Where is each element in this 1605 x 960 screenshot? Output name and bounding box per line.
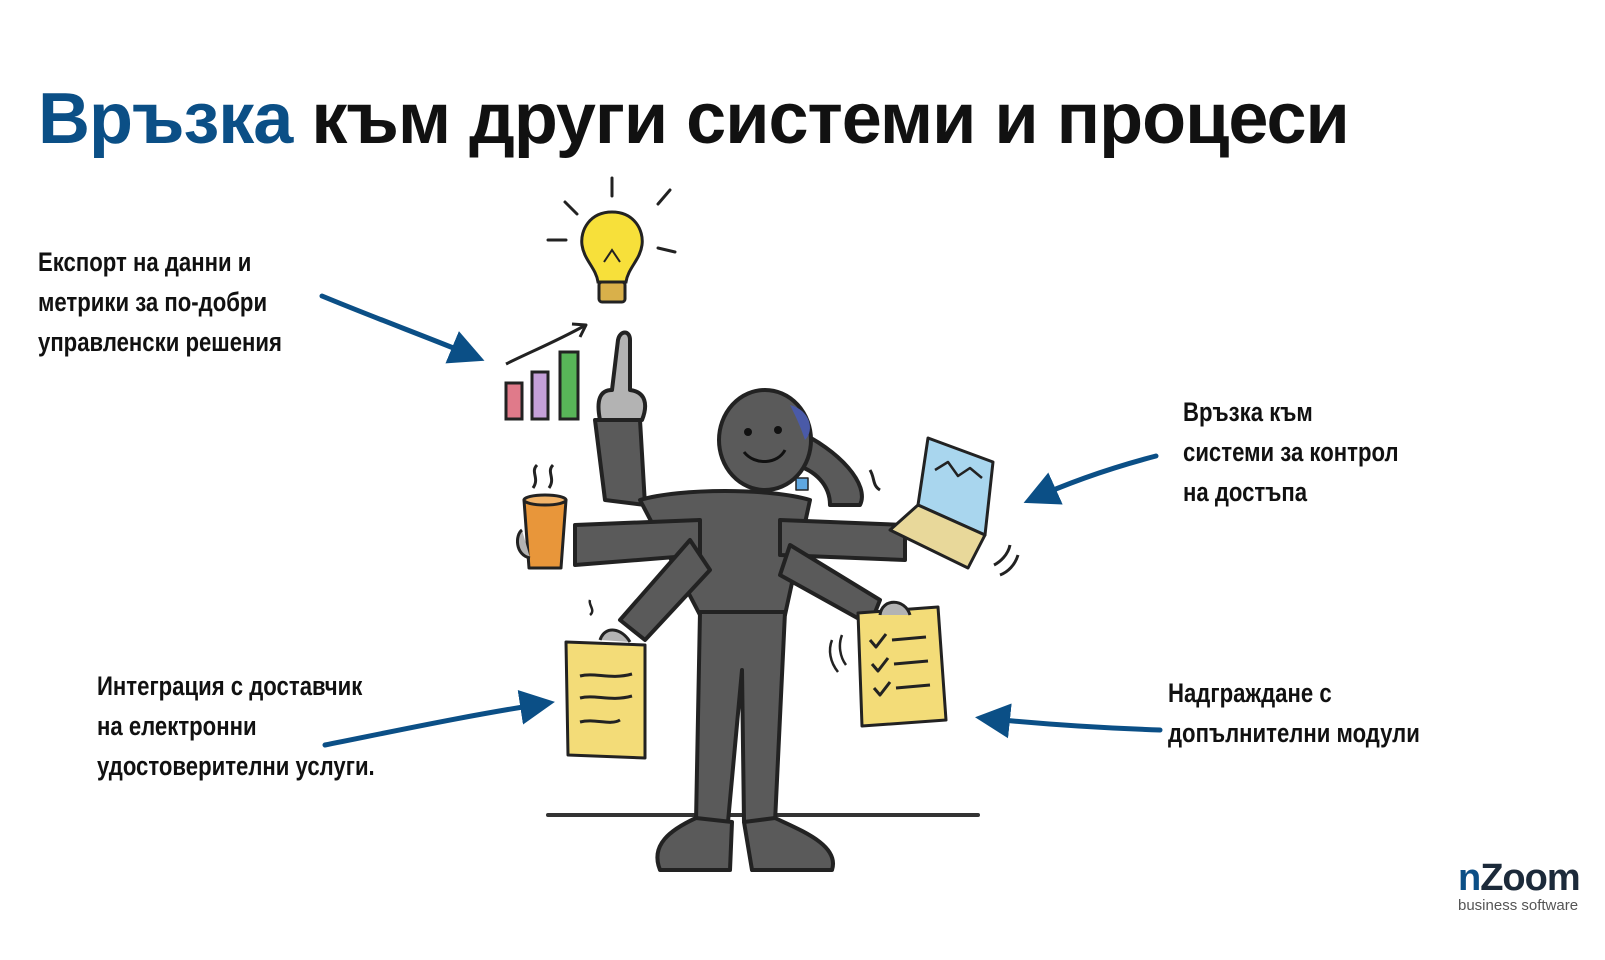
logo-brand-rest: Zoom: [1480, 858, 1580, 899]
title-accent: Връзка: [38, 79, 293, 159]
label-access-control: Връзка към системи за контрол на достъпа: [1183, 392, 1399, 512]
arrow-upgrade: [975, 703, 1163, 739]
bar-chart-icon: [504, 322, 588, 421]
label-integration-line: удостоверителни услуги.: [97, 751, 375, 781]
lightbulb-icon: [546, 176, 677, 304]
logo-brand: nZoom: [1458, 858, 1605, 898]
logo-brand-n: n: [1458, 858, 1481, 899]
label-integration-line: Интеграция с доставчик: [97, 671, 363, 701]
arrow-export: [319, 293, 485, 364]
label-integration-line: на електронни: [97, 711, 257, 741]
document-left-icon: [564, 599, 647, 760]
checklist-document-icon: [828, 600, 948, 728]
label-export-line: Експорт на данни и: [38, 247, 252, 277]
label-upgrade: Надграждане с допълнителни модули: [1168, 673, 1420, 753]
label-access-line: системи за контрол: [1183, 437, 1399, 467]
label-access-line: на достъпа: [1183, 477, 1308, 507]
multitasking-person: [573, 330, 907, 872]
arrow-access: [1023, 453, 1159, 505]
label-upgrade-line: Надграждане с: [1168, 678, 1332, 708]
logo-tagline: business software: [1458, 897, 1579, 914]
label-integration: Интеграция с доставчик на електронни удо…: [97, 666, 375, 786]
label-export-line: метрики за по-добри: [38, 287, 268, 317]
label-export-line: управленски решения: [38, 327, 282, 357]
label-access-line: Връзка към: [1183, 397, 1313, 427]
title-rest: към други системи и процеси: [292, 79, 1349, 159]
label-upgrade-line: допълнителни модули: [1168, 718, 1420, 748]
label-export: Експорт на данни и метрики за по-добри у…: [38, 242, 282, 362]
page-title: Връзка към други системи и процеси: [38, 78, 1350, 160]
coffee-cup-icon: [516, 463, 568, 570]
arrow-integration: [322, 689, 555, 748]
nzoom-logo: nZoom business software: [1458, 858, 1605, 918]
laptop-icon: [868, 436, 1020, 577]
